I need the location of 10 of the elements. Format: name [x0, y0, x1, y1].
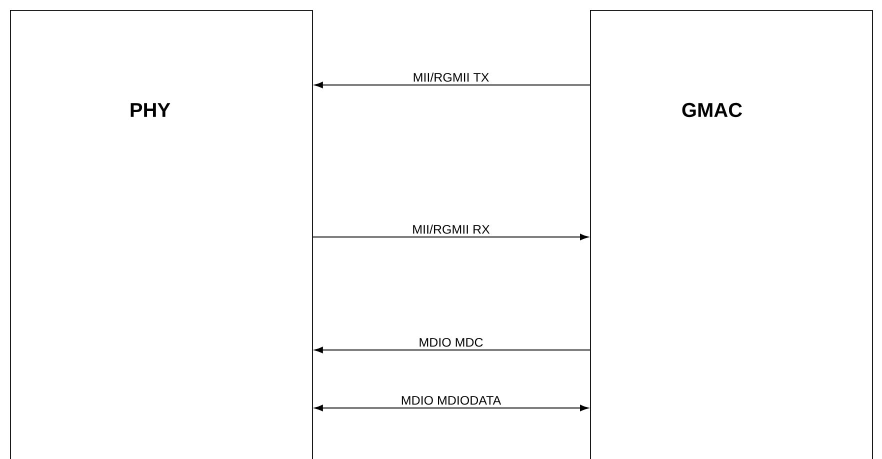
arrow	[314, 404, 588, 412]
edge-label: MII/RGMII TX	[414, 72, 489, 82]
block-box: GMAC	[590, 10, 873, 459]
arrow	[314, 346, 590, 354]
block-box: PHY	[10, 10, 313, 459]
arrow	[312, 234, 588, 240]
edge-label: MDIO MDIODATA	[402, 396, 502, 405]
edge-label: MDIO MDC	[420, 338, 483, 347]
edge-label: MII/RGMII RX	[413, 224, 490, 234]
arrow	[314, 82, 590, 88]
